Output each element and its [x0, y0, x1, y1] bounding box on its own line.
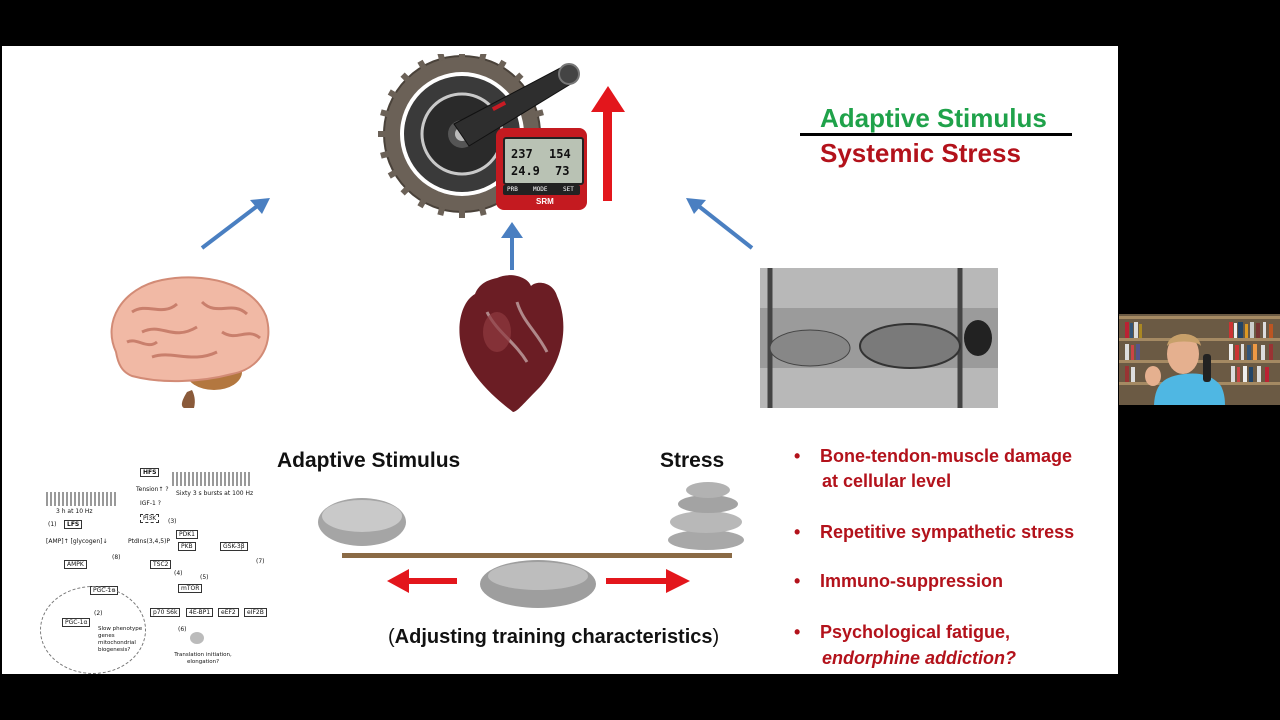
step-5-label: (5)	[200, 574, 209, 581]
nucleus-outline	[40, 586, 146, 674]
signaling-pathway-diagram: 3 h at 10 Hz Sixty 3 s bursts at 100 Hz …	[18, 466, 276, 674]
red-left-arrow-icon	[387, 569, 457, 593]
bullet-1-line2: at cellular level	[822, 471, 952, 491]
ampk-node: AMPK	[64, 560, 87, 569]
balance-caption: (Adjusting training characteristics)	[388, 626, 719, 649]
speed-value: 24.9	[511, 164, 540, 178]
ptdins-label: PtdIns(3,4,5)P	[128, 538, 171, 545]
muscle-micrograph-image	[760, 268, 998, 408]
step-6-label: (6)	[178, 626, 187, 633]
bullet-3: • Immuno-suppression	[794, 569, 1094, 595]
amp-glycogen-label: [AMP]↑ [glycogen]↓	[46, 538, 108, 545]
pkb-node: PKB	[178, 542, 196, 551]
caption-text: Adjusting training characteristics	[394, 626, 713, 648]
caption-open-paren: (	[388, 626, 395, 648]
blue-arrow-right-icon	[686, 198, 754, 250]
set-button: SET	[563, 186, 574, 193]
pdk1-node: PDK1	[176, 530, 198, 539]
power-meter-screen: 237 154 24.9 73	[503, 137, 584, 185]
bullet-dot: •	[794, 522, 801, 542]
bullet-2-line1: Repetitive sympathetic stress	[820, 522, 1075, 542]
bullet-4-line1: Psychological fatigue,	[820, 622, 1011, 642]
red-right-arrow-icon	[606, 569, 690, 593]
step-4-label: (4)	[174, 570, 183, 577]
slow-phenotype-label: Slow phenotype genes mitochondrial bioge…	[98, 626, 143, 653]
prb-button: PRB	[507, 186, 518, 193]
step-3-label: (3)	[168, 518, 177, 525]
power-meter-device: 237 154 24.9 73 PRB MODE SET SRM	[496, 128, 587, 210]
title-adaptive-stimulus: Adaptive Stimulus	[820, 103, 1047, 133]
power-meter-button-bar: PRB MODE SET	[503, 185, 580, 195]
lfs-node: LFS	[64, 520, 83, 529]
bullet-4-line2: endorphine addiction?	[822, 648, 1016, 668]
eef2-node: eEF2	[218, 608, 239, 617]
balance-scale-image	[318, 482, 744, 608]
balance-right-label: Stress	[660, 449, 725, 472]
bullet-4: • Psychological fatigue, endorphine addi…	[794, 620, 1094, 672]
bullet-dot: •	[794, 571, 801, 591]
eif2b-node: eIF2B	[244, 608, 267, 617]
pgc1a-node-bottom: PGC-1α	[62, 618, 91, 627]
fraction-line	[800, 133, 1072, 136]
translation-label: Translation initiation, elongation?	[174, 652, 232, 665]
hfs-trace	[172, 472, 252, 486]
lfs-trace	[46, 492, 116, 506]
caption-close-paren: )	[712, 626, 720, 648]
tension-label: Tension↑ ?	[136, 486, 169, 493]
cadence-value: 154	[549, 147, 571, 161]
step-1-label: (1)	[48, 521, 57, 528]
mode-button: MODE	[533, 186, 548, 193]
heart-image	[459, 275, 564, 412]
step-7-label: (7)	[256, 558, 265, 565]
heart-rate-value: 73	[555, 164, 570, 178]
lfs-stim-label: 3 h at 10 Hz	[56, 508, 93, 515]
bullet-1: • Bone-tendon-muscle damage at cellular …	[794, 444, 1094, 496]
bullet-dot: •	[794, 622, 801, 642]
presenter-video-image	[1119, 314, 1280, 405]
gsk3b-node: GSK-3β	[220, 542, 248, 551]
srm-logo: SRM	[536, 197, 554, 206]
blue-arrow-center-icon	[501, 222, 523, 270]
mtor-node: mTOR	[178, 584, 203, 593]
tsc2-node: TSC2	[150, 560, 172, 569]
presentation-slide: Adaptive Stimulus Systemic Stress	[2, 46, 1118, 674]
igf1-label: IGF-1 ?	[140, 500, 161, 507]
hfs-node: HFS	[140, 468, 160, 477]
pi3k-node: PI3K	[140, 514, 160, 523]
power-value: 237	[511, 147, 533, 161]
step-2-label: (2)	[94, 610, 103, 617]
balance-left-label: Adaptive Stimulus	[277, 449, 461, 472]
red-up-arrow-icon	[591, 86, 625, 201]
hfs-stim-label: Sixty 3 s bursts at 100 Hz	[176, 490, 254, 497]
4ebp1-node: 4E-BP1	[186, 608, 214, 617]
title-systemic-stress: Systemic Stress	[820, 138, 1021, 168]
p70s6k-node: p70 S6k	[150, 608, 181, 617]
bullet-dot: •	[794, 446, 801, 466]
brain-image	[110, 276, 270, 408]
blue-arrow-left-icon	[200, 198, 270, 250]
bullet-2: • Repetitive sympathetic stress	[794, 520, 1094, 546]
ribosome-icon	[190, 632, 204, 644]
webcam-video-feed[interactable]	[1119, 314, 1280, 405]
step-8-label: (8)	[112, 554, 121, 561]
bullet-1-line1: Bone-tendon-muscle damage	[820, 446, 1073, 466]
bullet-3-line1: Immuno-suppression	[820, 571, 1004, 591]
